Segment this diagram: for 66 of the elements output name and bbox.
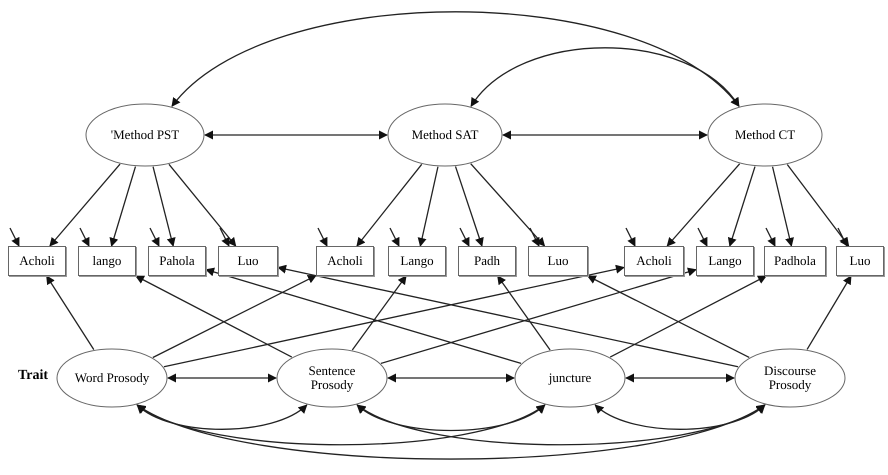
arrow	[152, 166, 176, 247]
arrow	[164, 264, 625, 368]
error-arrow	[529, 228, 540, 247]
row-label: Trait	[18, 368, 48, 384]
arrow	[610, 275, 767, 358]
indicator-box: Luo	[836, 246, 884, 276]
indicator-box: Padhola	[764, 246, 826, 276]
factor-ellipse: Method SAT	[387, 103, 503, 167]
indicator-box: lango	[78, 246, 136, 276]
indicator-box: Pahola	[148, 246, 206, 276]
arrow	[356, 164, 422, 247]
factor-ellipse: juncture	[514, 348, 626, 408]
error-arrow	[9, 228, 20, 247]
arrow	[135, 275, 292, 358]
double-arrow	[502, 130, 708, 140]
arrow	[454, 166, 484, 247]
arrow	[586, 275, 750, 358]
double-arrow	[594, 404, 766, 430]
error-arrow	[79, 228, 90, 247]
indicator-box: Acholi	[316, 246, 374, 276]
arrow	[786, 164, 850, 247]
arrow	[806, 275, 852, 350]
arrow	[277, 264, 738, 368]
factor-ellipse: Word Prosody	[56, 348, 168, 408]
factor-ellipse: Discourse Prosody	[734, 348, 846, 408]
arrow	[380, 268, 697, 364]
indicator-box: Lango	[388, 246, 446, 276]
error-arrow	[459, 228, 470, 247]
error-arrow	[317, 228, 328, 247]
error-arrow	[149, 228, 160, 247]
error-arrow	[219, 228, 230, 247]
arrow	[168, 164, 236, 247]
double-arrow	[387, 374, 515, 382]
factor-ellipse: Method CT	[707, 103, 823, 167]
double-arrow	[167, 374, 277, 382]
arrow	[352, 275, 407, 350]
arrow	[470, 163, 546, 247]
arrow	[205, 268, 522, 364]
indicator-box: Acholi	[8, 246, 66, 276]
indicator-box: Luo	[218, 246, 278, 276]
arrow	[49, 164, 121, 247]
error-arrow	[697, 228, 708, 247]
arrow	[728, 166, 756, 247]
arrow	[772, 166, 794, 247]
double-arrow	[356, 404, 546, 432]
double-arrow	[171, 11, 740, 107]
error-arrow	[765, 228, 776, 247]
arrow	[418, 166, 439, 247]
arrow	[666, 163, 740, 247]
double-arrow	[136, 404, 308, 430]
arrow	[110, 166, 136, 247]
error-arrow	[837, 228, 848, 247]
error-arrow	[625, 228, 636, 247]
error-arrow	[389, 228, 400, 247]
arrow	[497, 275, 551, 350]
indicator-box: Luo	[528, 246, 588, 276]
arrow	[46, 275, 94, 350]
double-arrow	[204, 130, 388, 140]
factor-ellipse: 'Method PST	[85, 103, 205, 167]
arrow	[152, 274, 317, 358]
indicator-box: Lango	[696, 246, 754, 276]
indicator-box: Padh	[458, 246, 516, 276]
double-arrow	[625, 374, 735, 382]
factor-ellipse: Sentence Prosody	[276, 348, 388, 408]
indicator-box: Acholi	[624, 246, 684, 276]
double-arrow	[470, 47, 740, 107]
